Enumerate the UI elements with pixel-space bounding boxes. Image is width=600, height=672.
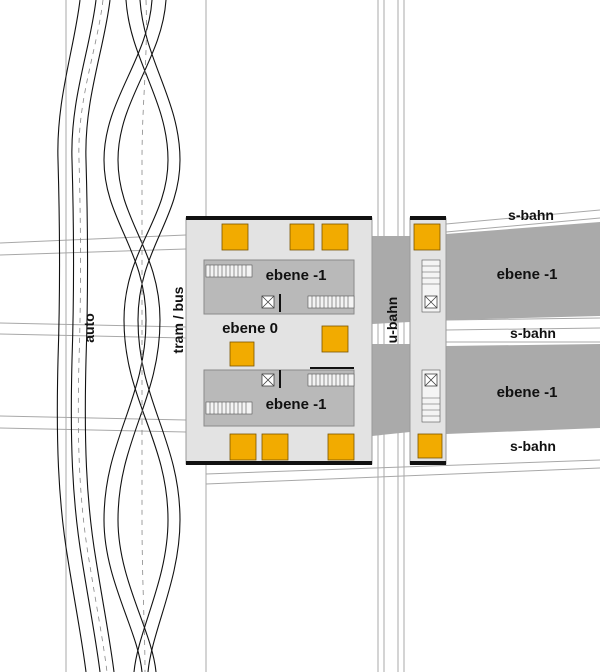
label-ebene-0: ebene 0: [222, 320, 278, 337]
shaft-square-icon: [413, 223, 443, 459]
road-lane-markings: [77, 0, 147, 672]
label-tram-bus: tram / bus: [170, 286, 186, 353]
label-ebene-minus1-right-lower: ebene -1: [497, 384, 558, 401]
track-band-under-u-bahn-upper: [372, 236, 410, 324]
divider-walls: [279, 294, 354, 388]
u-bahn-platform-area: [409, 217, 447, 465]
u-bahn-platform: [409, 216, 447, 465]
label-ebene-minus1-right-upper: ebene -1: [497, 266, 558, 283]
main-station: [185, 216, 373, 465]
elevator-cross-icon: [424, 295, 438, 387]
label-s-bahn-middle: s-bahn: [510, 325, 556, 341]
shaft-square-icon: [221, 223, 355, 461]
platform-edge-bottom: [186, 461, 372, 465]
road-auto: [56, 0, 181, 672]
label-auto: auto: [81, 313, 97, 343]
label-ebene-minus1-upper: ebene -1: [266, 267, 327, 284]
s-bahn-track-bands: [372, 222, 600, 436]
track-band-right-lower: [446, 344, 600, 434]
label-u-bahn: u-bahn: [384, 297, 400, 344]
label-s-bahn-top: s-bahn: [508, 207, 554, 223]
track-band-right-upper: [446, 222, 600, 320]
u-bahn-stair-treads: [422, 265, 440, 417]
u-bahn-edge-top: [410, 216, 446, 220]
track-band-under-u-bahn-lower: [372, 344, 410, 436]
stairs-icon: [205, 264, 355, 415]
platform-edge-top: [186, 216, 372, 220]
elevator-cross-icon: [261, 295, 275, 387]
label-ebene-minus1-lower: ebene -1: [266, 396, 327, 413]
u-bahn-edge-bottom: [410, 461, 446, 465]
label-s-bahn-bottom: s-bahn: [510, 438, 556, 454]
stair-treads: [209, 265, 349, 414]
